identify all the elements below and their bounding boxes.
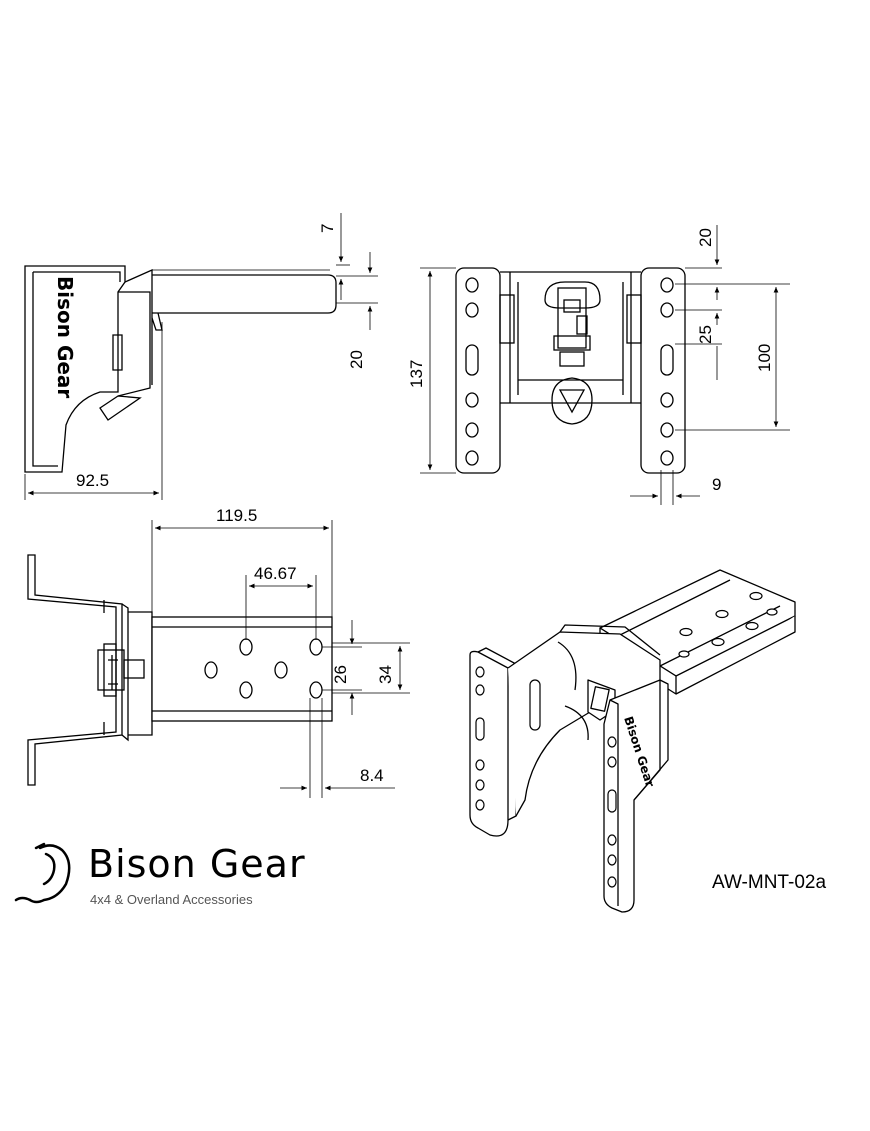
dim-hole-spacing-y: 26 xyxy=(331,665,350,684)
dim-hole-pitch: 25 xyxy=(696,325,715,344)
side-view xyxy=(24,265,337,473)
dim-end-margin: 8.4 xyxy=(360,766,384,785)
dim-height: 137 xyxy=(407,360,426,388)
dim-length: 119.5 xyxy=(216,506,257,525)
dim-slot-span: 34 xyxy=(376,665,395,684)
top-view-dimensions xyxy=(151,520,410,798)
front-view-dimensions xyxy=(420,225,790,505)
dim-overall-width: 92.5 xyxy=(76,471,109,490)
side-view-dimensions xyxy=(24,213,378,500)
top-view xyxy=(27,554,333,786)
front-view xyxy=(455,267,686,474)
bison-logo-icon xyxy=(14,842,71,904)
iso-view-holes xyxy=(475,591,778,888)
front-view-holes xyxy=(465,277,674,466)
dim-top-gap: 7 xyxy=(318,224,337,233)
dim-arm-height: 20 xyxy=(347,350,366,369)
side-view-stamp: Bison Gear xyxy=(53,276,77,398)
dim-hole-span: 100 xyxy=(755,344,774,372)
dim-hole-spacing-x: 46.67 xyxy=(254,564,297,583)
brand-name: Bison Gear xyxy=(88,842,306,886)
brand-tagline: 4x4 & Overland Accessories xyxy=(90,892,253,907)
part-code: AW-MNT-02a xyxy=(712,872,827,893)
dim-top-offset: 20 xyxy=(696,228,715,247)
dim-margin: 9 xyxy=(712,475,721,494)
